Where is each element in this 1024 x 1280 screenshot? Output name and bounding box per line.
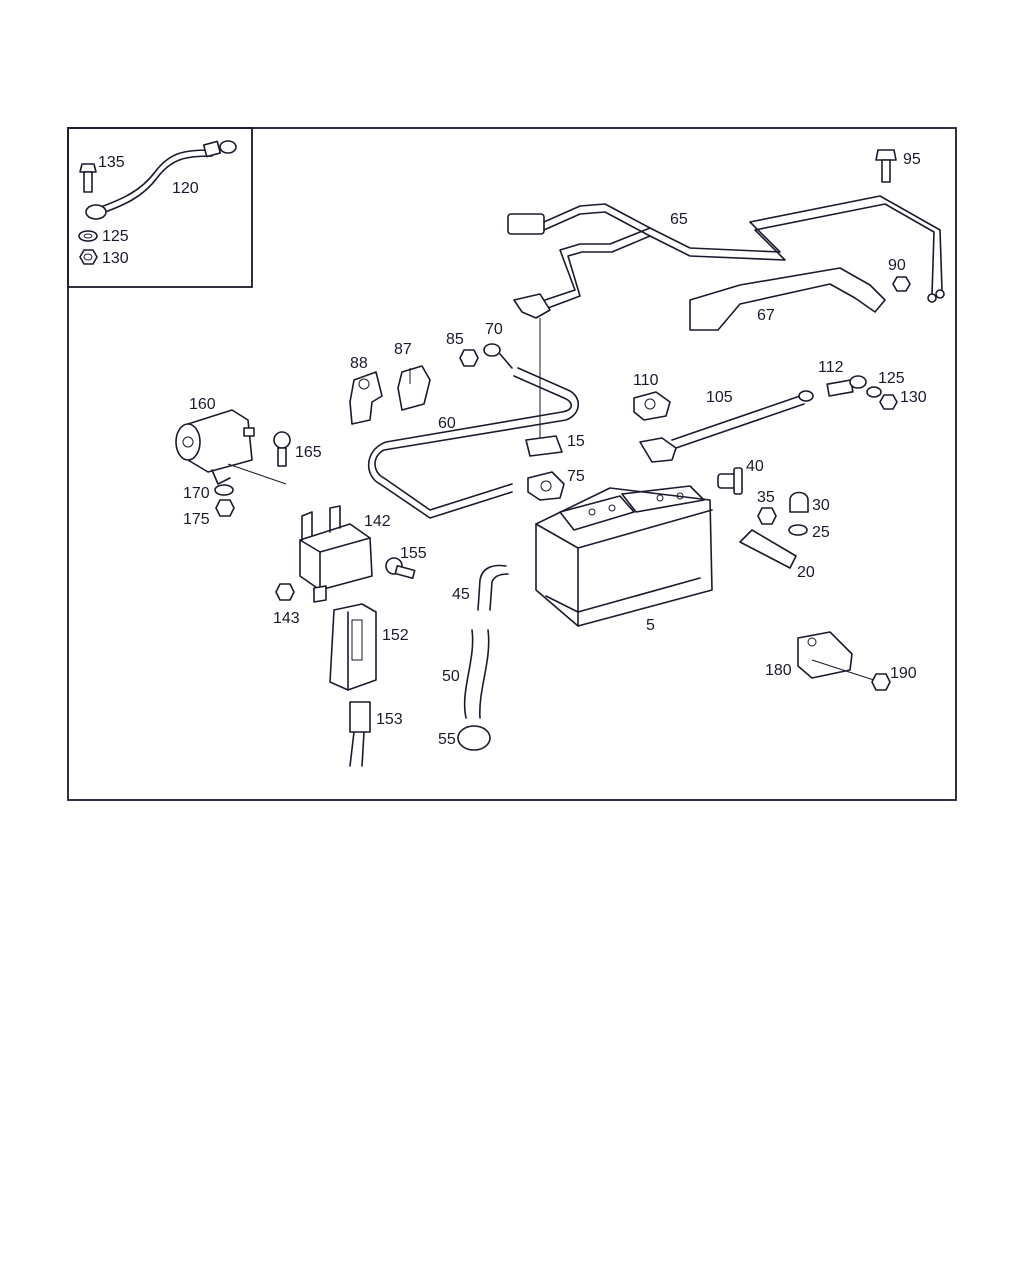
bolt-95-part bbox=[875, 149, 897, 183]
cable-105-part bbox=[639, 390, 814, 463]
connector-152-part bbox=[329, 603, 377, 691]
bracket-87-part bbox=[397, 365, 431, 411]
label-180: 180 bbox=[765, 662, 792, 679]
label-90: 90 bbox=[888, 257, 906, 274]
label-85: 85 bbox=[446, 331, 464, 348]
label-112: 112 bbox=[818, 359, 844, 376]
label-125-inset: 125 bbox=[102, 228, 129, 245]
label-15: 15 bbox=[567, 433, 585, 450]
label-30: 30 bbox=[812, 497, 830, 514]
bracket-88-part bbox=[349, 371, 383, 425]
label-190: 190 bbox=[890, 665, 917, 682]
cable-60-part bbox=[367, 367, 580, 519]
terminal-112-part bbox=[826, 375, 867, 397]
label-88: 88 bbox=[350, 355, 368, 372]
cap-30-part bbox=[789, 491, 809, 513]
wiring-harness-part bbox=[507, 195, 945, 440]
nut-143-part bbox=[275, 583, 295, 601]
label-110: 110 bbox=[633, 372, 659, 389]
ground-cable-part bbox=[85, 140, 237, 220]
label-45: 45 bbox=[452, 586, 470, 603]
nut-130b-part bbox=[879, 394, 898, 410]
hose-50-part bbox=[463, 629, 490, 719]
label-70: 70 bbox=[485, 321, 503, 338]
plug-40-part bbox=[717, 467, 743, 495]
label-130-inset: 130 bbox=[102, 250, 129, 267]
washer-125b-part bbox=[866, 386, 882, 398]
nut-90-part bbox=[892, 276, 911, 292]
label-170: 170 bbox=[183, 485, 210, 502]
label-120: 120 bbox=[172, 180, 199, 197]
bracket-67-part bbox=[689, 267, 886, 331]
relay-160-part bbox=[175, 409, 287, 485]
clamp-75-part bbox=[527, 471, 565, 501]
label-87: 87 bbox=[394, 341, 412, 358]
washer-125-part bbox=[78, 230, 98, 242]
label-143: 143 bbox=[273, 610, 300, 627]
label-105: 105 bbox=[706, 389, 733, 406]
label-160: 160 bbox=[189, 396, 216, 413]
nut-85-part bbox=[459, 349, 479, 367]
label-55: 55 bbox=[438, 731, 456, 748]
label-135: 135 bbox=[98, 154, 125, 171]
clamp-110-part bbox=[633, 391, 671, 421]
label-60: 60 bbox=[438, 415, 456, 432]
label-125: 125 bbox=[878, 370, 905, 387]
nut-130-part bbox=[79, 249, 98, 265]
nut-175-part bbox=[215, 499, 235, 517]
nut-190-part bbox=[871, 673, 891, 691]
connector-153-part bbox=[349, 701, 371, 767]
label-5: 5 bbox=[646, 617, 655, 634]
clip-15-part bbox=[525, 435, 563, 457]
bracket-180-part bbox=[797, 631, 881, 683]
label-67: 67 bbox=[757, 307, 775, 324]
hose-45-part bbox=[477, 564, 509, 611]
screw-155-part bbox=[385, 557, 416, 579]
washer-25-part bbox=[788, 524, 808, 536]
label-130: 130 bbox=[900, 389, 927, 406]
label-165: 165 bbox=[295, 444, 322, 461]
label-155: 155 bbox=[400, 545, 427, 562]
bracket-20-part bbox=[739, 529, 797, 569]
label-20: 20 bbox=[797, 564, 815, 581]
label-95: 95 bbox=[903, 151, 921, 168]
battery-part bbox=[535, 485, 713, 627]
label-175: 175 bbox=[183, 511, 210, 528]
inset-frame bbox=[67, 127, 253, 288]
label-35: 35 bbox=[757, 489, 775, 506]
relay-142-part bbox=[299, 505, 373, 603]
label-50: 50 bbox=[442, 668, 460, 685]
diagram-frame bbox=[67, 127, 957, 801]
label-152: 152 bbox=[382, 627, 409, 644]
terminal-70-part bbox=[483, 343, 513, 369]
screw-165-part bbox=[273, 431, 291, 467]
bolt-135-part bbox=[79, 163, 97, 193]
nut-35-part bbox=[757, 507, 777, 525]
label-142: 142 bbox=[364, 513, 391, 530]
label-75: 75 bbox=[567, 468, 585, 485]
label-65: 65 bbox=[670, 211, 688, 228]
label-40: 40 bbox=[746, 458, 764, 475]
washer-170-part bbox=[214, 484, 234, 496]
cap-55-part bbox=[457, 725, 491, 751]
label-153: 153 bbox=[376, 711, 403, 728]
label-25: 25 bbox=[812, 524, 830, 541]
